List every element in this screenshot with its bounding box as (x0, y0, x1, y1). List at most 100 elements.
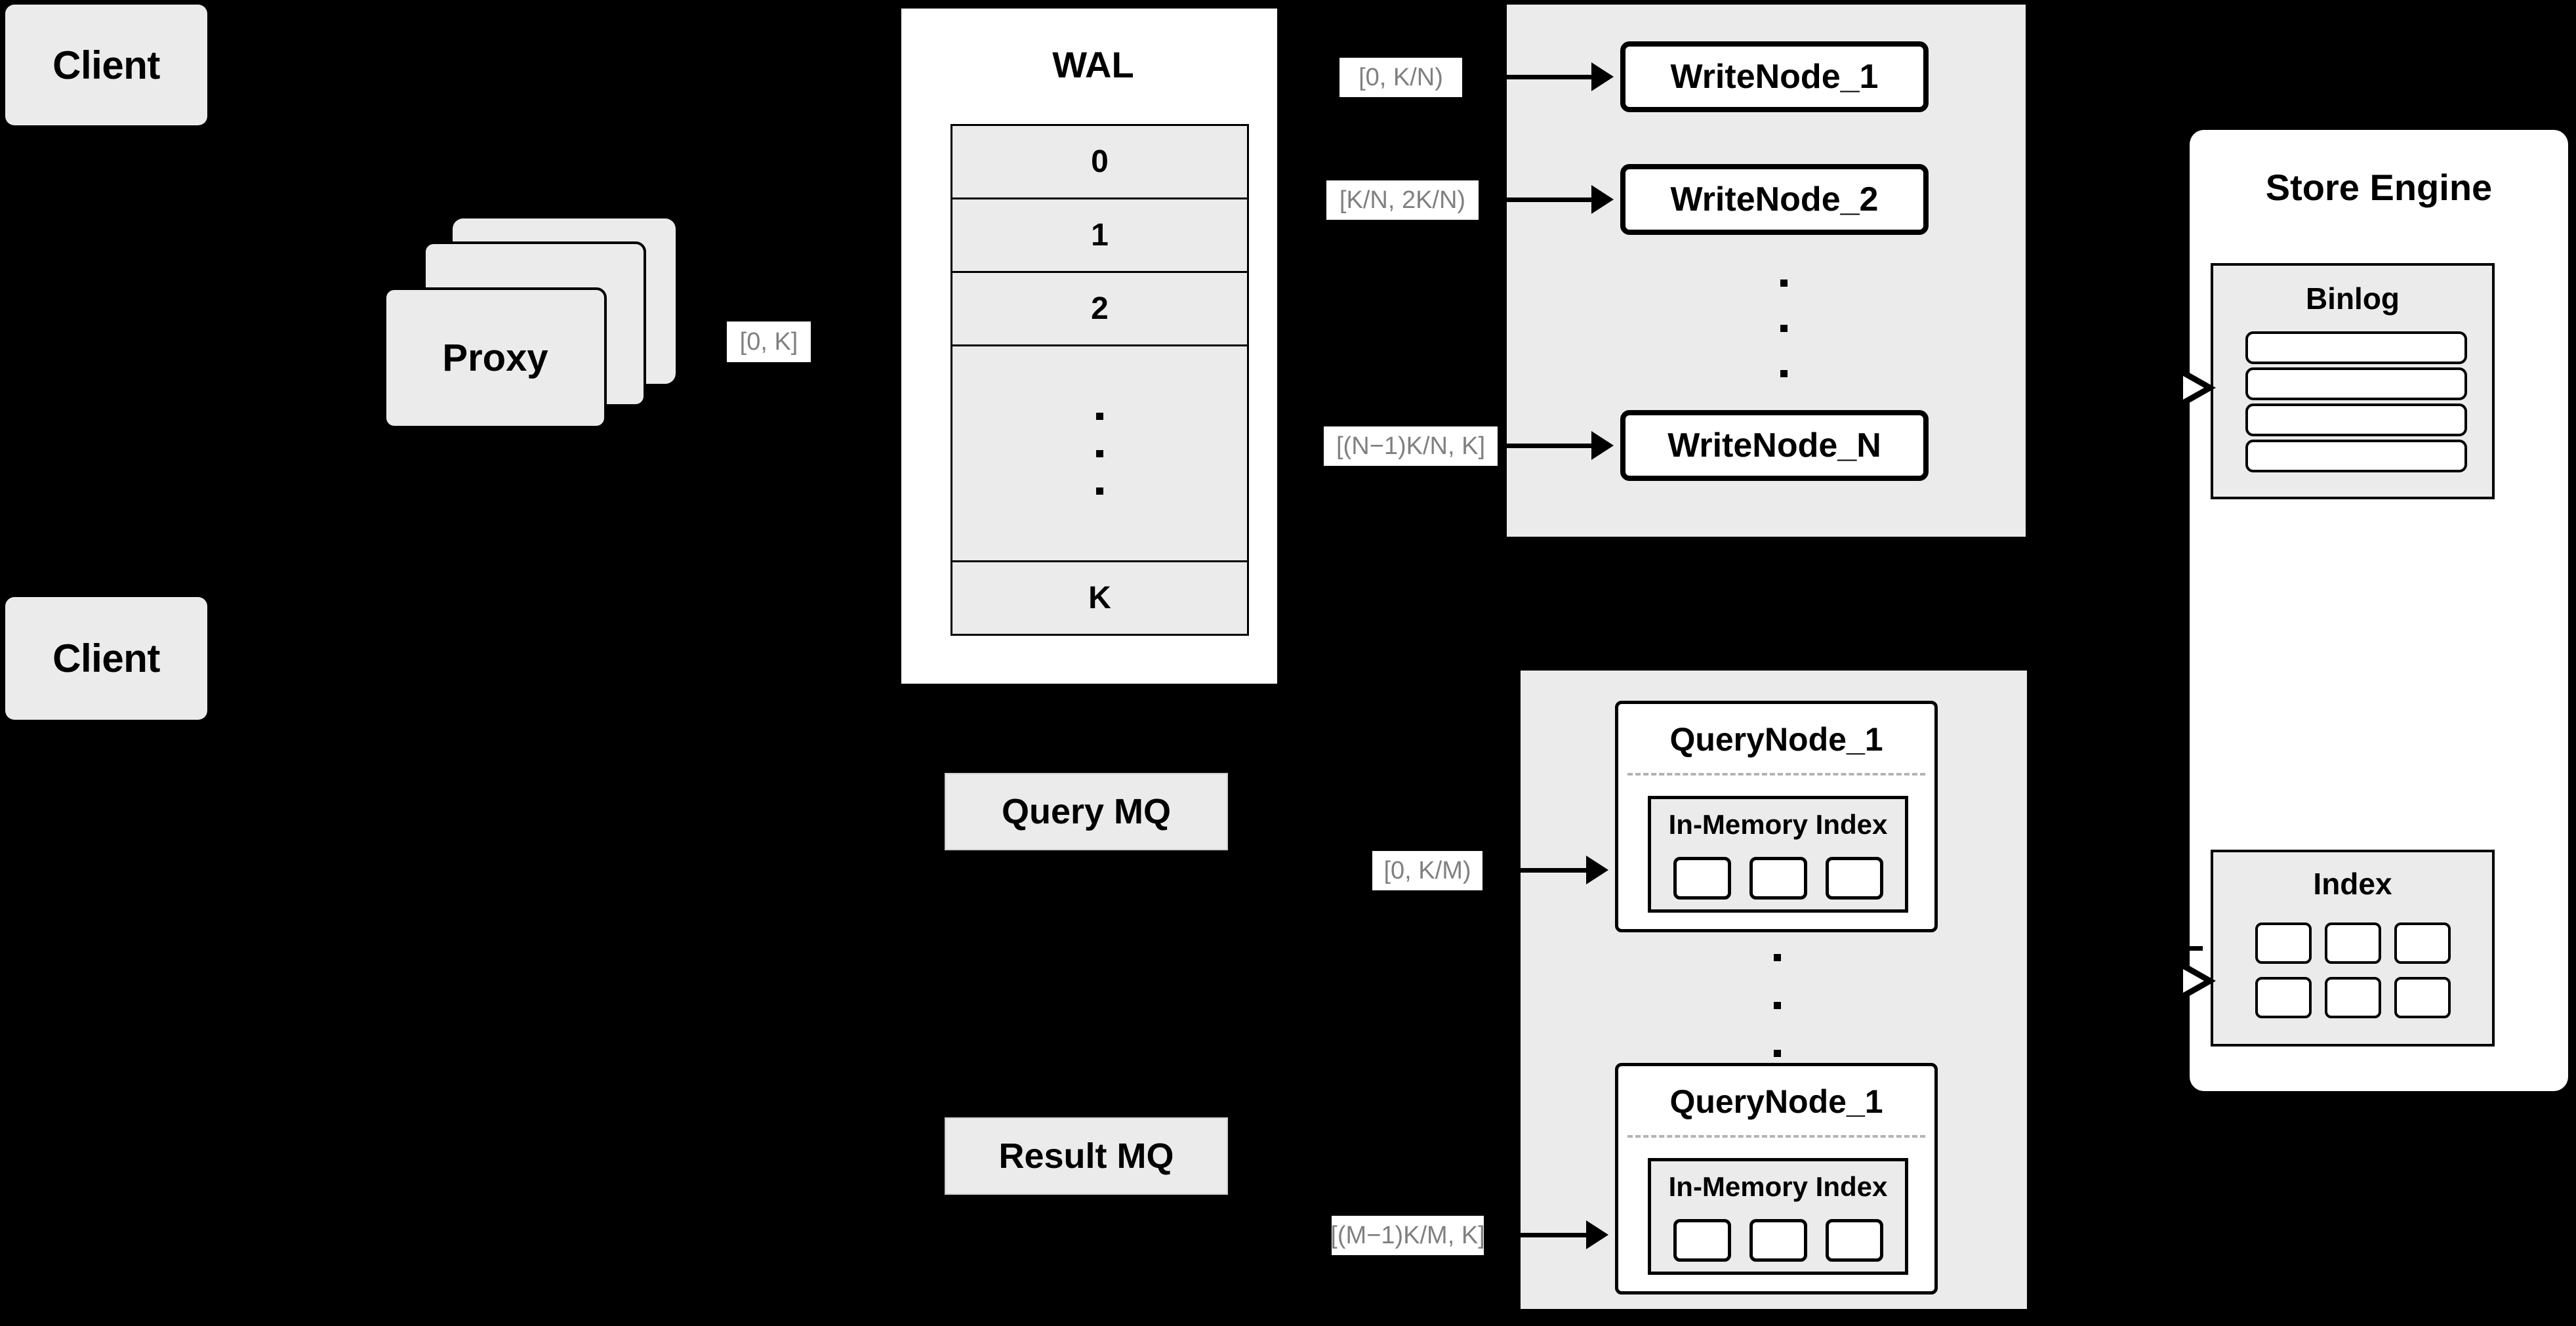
binlog-bar[interactable] (2245, 331, 2467, 364)
arrow-head-to-binlog (2183, 371, 2216, 404)
write-node-1-label: WriteNode_1 (1670, 58, 1879, 96)
query-node-m-divider (1627, 1135, 1925, 1138)
query-node-m-memory-index-cells (1651, 1214, 1905, 1266)
binlog-bar[interactable] (2245, 404, 2467, 436)
store-index-cell[interactable] (2394, 977, 2451, 1018)
wal-panel: WAL 0 1 2 K (897, 5, 1281, 688)
query-node-1-title: QueryNode_1 (1618, 720, 1934, 759)
range-chip-query-node-m-text: [(M−1)K/M, K] (1330, 1222, 1485, 1249)
arrow-head-write-1 (1591, 62, 1614, 91)
store-engine-title-text: Store Engine (2265, 167, 2493, 208)
store-index-title-text: Index (2313, 867, 2392, 901)
store-index-grid (2236, 915, 2469, 1026)
binlog-title: Binlog (2213, 279, 2492, 318)
query-mq-box[interactable]: Query MQ (945, 773, 1228, 850)
query-node-1-memory-index-cells (1651, 852, 1905, 904)
query-node-1-memory-index: In-Memory Index (1648, 796, 1908, 913)
memory-index-cell[interactable] (1673, 1218, 1731, 1262)
binlog-bar[interactable] (2245, 367, 2467, 400)
result-mq-box[interactable]: Result MQ (945, 1117, 1228, 1195)
range-chip-proxy-to-wal: [0, K] (727, 321, 811, 362)
range-chip-write-node-2: [K/N, 2K/N) (1326, 180, 1479, 220)
write-node-n[interactable]: WriteNode_N (1620, 410, 1929, 481)
query-node-m-memory-index-title: In-Memory Index (1651, 1171, 1905, 1203)
query-node-1-title-text: QueryNode_1 (1669, 721, 1883, 758)
range-chip-write-node-n-text: [(N−1)K/N, K] (1336, 432, 1485, 460)
memory-index-cell[interactable] (1749, 856, 1807, 900)
arrow-head-write-n (1591, 431, 1614, 460)
wal-row-ellipsis (952, 346, 1247, 562)
query-node-1-divider (1627, 773, 1925, 776)
wal-row-k-label: K (1088, 581, 1111, 615)
wal-table: 0 1 2 K (951, 124, 1249, 636)
memory-index-cell[interactable] (1749, 1218, 1807, 1262)
range-chip-query-node-m: [(M−1)K/M, K] (1330, 1216, 1485, 1255)
store-index-cell[interactable] (2255, 977, 2312, 1018)
client-box-1[interactable]: Client (5, 5, 207, 125)
store-index-cell[interactable] (2324, 922, 2381, 964)
wal-row-2[interactable]: 2 (952, 273, 1247, 346)
store-index-cell[interactable] (2324, 977, 2381, 1018)
arrow-head-query-1 (1586, 856, 1608, 884)
query-node-1-memory-index-title-text: In-Memory Index (1668, 809, 1888, 840)
arrow-head-query-m (1586, 1220, 1608, 1249)
arrow-line-query-m (1486, 1233, 1586, 1237)
query-mq-label: Query MQ (1001, 792, 1172, 831)
range-chip-write-node-1: [0, K/N) (1339, 58, 1462, 97)
query-node-1[interactable]: QueryNode_1 In-Memory Index (1615, 701, 1938, 932)
memory-index-cell[interactable] (1825, 856, 1883, 900)
query-node-m[interactable]: QueryNode_1 In-Memory Index (1615, 1063, 1938, 1295)
query-node-m-memory-index-title-text: In-Memory Index (1668, 1171, 1888, 1202)
wal-row-0-label: 0 (1091, 144, 1109, 179)
binlog-bar[interactable] (2245, 440, 2467, 472)
memory-index-cell[interactable] (1673, 856, 1731, 900)
client-label-2: Client (52, 636, 160, 680)
query-node-ellipsis-icon (1757, 946, 1797, 1064)
write-node-n-label: WriteNode_N (1667, 426, 1881, 465)
wal-ellipsis-icon (1096, 412, 1103, 495)
store-index-box: Index (2211, 850, 2495, 1046)
arrow-head-to-index (2183, 964, 2216, 997)
wal-row-1[interactable]: 1 (952, 199, 1247, 273)
store-engine-title: Store Engine (2190, 165, 2568, 211)
range-chip-write-node-n: [(N−1)K/N, K] (1324, 426, 1498, 466)
write-node-1[interactable]: WriteNode_1 (1620, 41, 1929, 112)
wal-row-2-label: 2 (1091, 291, 1109, 326)
write-node-ellipsis-icon (1764, 279, 1803, 377)
range-chip-proxy-to-wal-text: [0, K] (739, 328, 798, 356)
query-node-m-title: QueryNode_1 (1618, 1082, 1934, 1121)
arrow-line-write-1 (1467, 75, 1591, 79)
proxy-card-front[interactable]: Proxy (384, 287, 607, 428)
binlog-title-text: Binlog (2305, 281, 2400, 316)
binlog-box: Binlog (2211, 263, 2495, 499)
wal-title-text: WAL (1052, 43, 1134, 85)
wal-title: WAL (901, 41, 1285, 87)
store-index-cell[interactable] (2255, 922, 2312, 964)
arrow-line-to-binlog (2157, 386, 2203, 390)
client-label-1: Client (52, 43, 160, 87)
wal-row-k[interactable]: K (952, 562, 1247, 634)
write-node-2-label: WriteNode_2 (1670, 180, 1879, 218)
store-engine-panel: Store Engine Binlog Index (2190, 130, 2568, 1091)
arrow-line-query-1 (1485, 868, 1586, 873)
range-chip-write-node-2-text: [K/N, 2K/N) (1339, 186, 1466, 214)
proxy-label: Proxy (442, 337, 548, 379)
range-chip-query-node-1-text: [0, K/M) (1383, 857, 1471, 884)
memory-index-cell[interactable] (1825, 1218, 1883, 1262)
client-box-2[interactable]: Client (5, 597, 207, 720)
result-mq-label: Result MQ (998, 1136, 1174, 1176)
query-node-m-title-text: QueryNode_1 (1669, 1083, 1883, 1120)
wal-row-1-label: 1 (1091, 218, 1109, 253)
range-chip-query-node-1: [0, K/M) (1372, 851, 1482, 890)
binlog-bars (2245, 331, 2467, 472)
arrow-head-write-2 (1591, 185, 1614, 214)
arrow-line-write-2 (1481, 197, 1591, 202)
query-node-1-memory-index-title: In-Memory Index (1651, 808, 1905, 841)
write-node-2[interactable]: WriteNode_2 (1620, 164, 1929, 235)
store-index-title: Index (2213, 864, 2492, 903)
store-index-cell[interactable] (2394, 922, 2451, 964)
arrow-line-write-n (1501, 444, 1591, 448)
wal-row-0[interactable]: 0 (952, 126, 1247, 199)
arrow-line-to-index (2157, 946, 2203, 951)
